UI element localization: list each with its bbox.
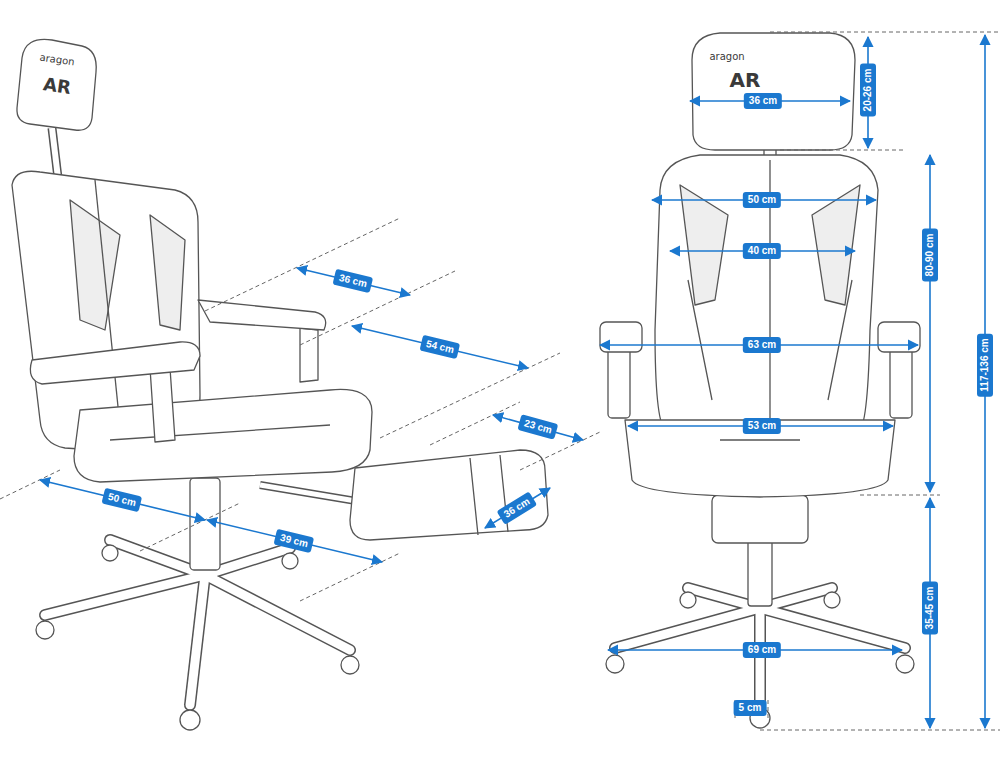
- chair-base: [180, 710, 200, 730]
- armrest: [300, 328, 318, 382]
- headrest: [692, 33, 855, 150]
- witness-line: [0, 32, 1000, 730]
- dimension-arrow: [352, 326, 528, 368]
- headrest: [17, 39, 96, 130]
- chair-base: [615, 608, 760, 648]
- chair-base: [680, 592, 696, 608]
- backrest: [70, 200, 185, 330]
- dimension-label: 54 cm: [419, 335, 460, 359]
- chair-base: [760, 608, 905, 648]
- logo-text: AR: [728, 70, 763, 90]
- armrest: [30, 342, 200, 384]
- headrest-post: [52, 128, 58, 178]
- armrest: [198, 300, 326, 382]
- dimension-label: 40 cm: [743, 243, 781, 259]
- chair-base: [748, 540, 772, 606]
- footrest: [712, 495, 808, 543]
- dimension-label: 35-45 cm: [922, 582, 938, 635]
- witness-line: [760, 730, 1000, 731]
- dimension-label: 80-90 cm: [922, 229, 938, 282]
- dimension-label: 50 cm: [743, 192, 781, 208]
- dimension-label: 39 cm: [273, 529, 314, 554]
- logo-text: aragon: [707, 52, 746, 62]
- footrest: [712, 495, 808, 543]
- armrest: [198, 300, 326, 330]
- dimension-label: 36 cm: [332, 269, 373, 293]
- dimension-label: 36 cm: [744, 93, 782, 109]
- seat: [110, 425, 330, 440]
- armrest: [150, 368, 175, 442]
- chair-base: [615, 608, 760, 648]
- witness-line: [140, 503, 240, 551]
- armrest: [600, 322, 642, 352]
- backrest: [655, 155, 878, 430]
- chair-base: [45, 575, 205, 615]
- seat: [74, 389, 372, 482]
- chair-base: [282, 553, 298, 569]
- headrest-post: [52, 128, 58, 178]
- witness-line: [430, 402, 520, 445]
- witness-line: [768, 700, 769, 720]
- witness-line: [300, 553, 400, 601]
- dimension-arrow: [297, 268, 410, 295]
- chair-base: [36, 478, 359, 730]
- dimension-label: 53 cm: [743, 418, 781, 434]
- chair-base: [205, 575, 350, 650]
- chair-base: [896, 655, 914, 673]
- dimension-arrow: [493, 415, 583, 440]
- logo-text: AR: [40, 75, 74, 97]
- chair-base: [45, 575, 205, 615]
- footrest: [470, 455, 508, 535]
- armrest: [890, 348, 912, 418]
- chair-base: [606, 655, 624, 673]
- dimension-arrow: [485, 488, 550, 528]
- chair-base: [36, 621, 54, 639]
- logo-text: aragon: [37, 52, 77, 67]
- headrest: [17, 39, 96, 130]
- headrest-post: [52, 128, 58, 178]
- witness-line: [770, 32, 1000, 33]
- footrest: [350, 450, 548, 540]
- dimension-label: 36 cm: [496, 491, 537, 525]
- chair-base: [824, 592, 840, 608]
- seat: [720, 439, 800, 440]
- witness-line: [300, 271, 455, 345]
- chair-base: [190, 575, 205, 705]
- dimension-label: 20-26 cm: [860, 64, 876, 117]
- headrest: [692, 33, 855, 150]
- witness-line: [520, 432, 600, 470]
- chair-base: [606, 540, 914, 728]
- witness-line: [205, 218, 400, 311]
- dimension-arrow: [40, 480, 205, 520]
- dimension-label: 117-136 cm: [977, 333, 993, 396]
- dimension-arrow: [207, 520, 382, 562]
- armrest: [608, 348, 630, 418]
- dimension-label: 69 cm: [743, 642, 781, 658]
- chair-base: [190, 575, 205, 705]
- dimension-label: 50 cm: [101, 488, 142, 513]
- dimension-label: 5 cm: [734, 700, 767, 716]
- witness-line: [860, 495, 940, 496]
- backrest: [655, 155, 878, 430]
- dimension-label: 23 cm: [517, 414, 558, 440]
- witness-line: [0, 470, 60, 499]
- chair-illustration: [12, 33, 920, 730]
- armrest: [878, 322, 920, 352]
- chair-base: [341, 656, 359, 674]
- seat: [74, 389, 372, 482]
- dimension-label: 63 cm: [743, 337, 781, 353]
- armrest: [30, 342, 200, 442]
- chair-base: [205, 575, 350, 650]
- chair-base: [190, 478, 220, 570]
- dimension-arrow: [929, 155, 931, 492]
- chair-base: [102, 545, 118, 561]
- witness-line: [780, 150, 905, 151]
- chair-base: [760, 608, 905, 648]
- backrest: [95, 180, 122, 446]
